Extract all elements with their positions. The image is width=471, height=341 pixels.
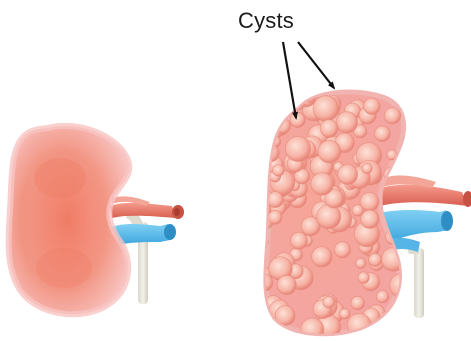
cyst	[364, 98, 380, 114]
cyst	[351, 296, 365, 310]
healthy-kidney	[9, 126, 184, 314]
cysts-label: Cysts	[238, 8, 294, 34]
cyst	[376, 290, 388, 302]
cyst	[265, 86, 284, 105]
cyst	[311, 173, 334, 196]
cyst	[320, 119, 338, 137]
cyst	[285, 136, 310, 161]
cyst	[291, 232, 308, 249]
cyst	[383, 314, 399, 330]
cyst	[253, 320, 273, 340]
polycystic-kidney	[253, 79, 471, 341]
cyst	[301, 318, 324, 341]
cyst	[317, 205, 341, 229]
cyst	[277, 275, 296, 294]
cyst	[340, 309, 350, 319]
cyst	[273, 165, 285, 177]
cyst	[312, 247, 332, 267]
renal-artery	[376, 176, 471, 207]
renal-artery	[110, 196, 184, 219]
cyst	[275, 79, 298, 102]
cyst	[390, 273, 415, 298]
cyst	[356, 258, 366, 268]
cyst	[338, 165, 358, 185]
cyst	[323, 296, 335, 308]
cyst	[267, 192, 283, 208]
cyst	[391, 305, 415, 329]
cyst	[268, 210, 282, 224]
cyst	[375, 126, 391, 142]
cyst	[352, 205, 363, 216]
cyst	[334, 242, 350, 258]
cyst	[268, 100, 281, 113]
cyst	[318, 140, 341, 163]
cyst	[384, 108, 400, 124]
cyst	[369, 253, 382, 266]
cyst	[290, 112, 305, 127]
arrow-left	[283, 42, 296, 118]
cyst	[336, 112, 357, 133]
cyst	[362, 163, 372, 173]
cyst	[313, 96, 339, 122]
cyst	[382, 247, 406, 271]
arrow-right	[298, 42, 334, 88]
cyst	[295, 81, 312, 98]
cyst	[358, 272, 369, 283]
